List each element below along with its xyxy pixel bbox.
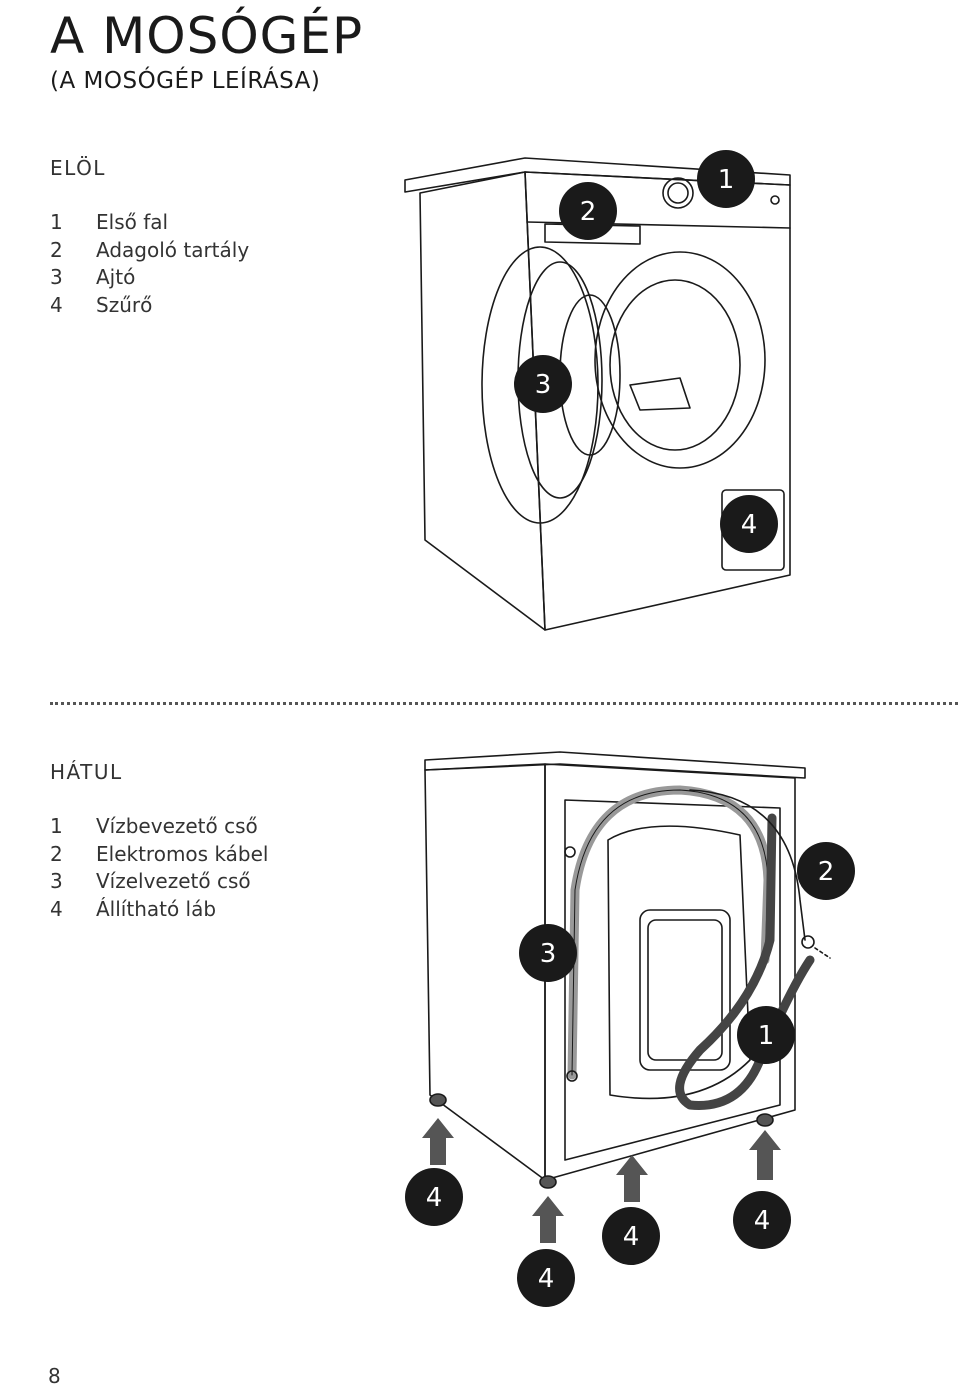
callout-front-1: 1 (697, 150, 755, 208)
callout-back-1: 1 (737, 1006, 795, 1064)
arrow-up-icon (749, 1130, 781, 1180)
page-title: A MOSÓGÉP (50, 7, 364, 65)
callout-back-4a: 4 (405, 1168, 463, 1226)
svg-text:4: 4 (426, 1183, 443, 1213)
callout-back-4d: 4 (517, 1249, 575, 1307)
door-outer (481, 246, 599, 524)
svg-text:1: 1 (758, 1021, 775, 1051)
page-number: 8 (48, 1364, 61, 1388)
callout-front-4: 4 (720, 495, 778, 553)
callout-front-2: 2 (559, 182, 617, 240)
power-cable (689, 789, 806, 941)
foot (429, 1093, 447, 1107)
svg-text:2: 2 (580, 197, 597, 227)
power-button (770, 195, 780, 205)
svg-text:2: 2 (818, 857, 835, 887)
svg-text:1: 1 (718, 165, 735, 195)
callout-back-4c: 4 (602, 1207, 660, 1265)
washer-back (544, 763, 796, 1181)
svg-text:3: 3 (535, 370, 552, 400)
arrow-up-icon (422, 1118, 454, 1165)
callout-back-3: 3 (519, 924, 577, 982)
svg-text:3: 3 (540, 939, 557, 969)
callout-front-3: 3 (514, 355, 572, 413)
back-heading: HÁTUL (50, 760, 123, 784)
svg-text:4: 4 (754, 1206, 771, 1236)
svg-text:4: 4 (741, 510, 758, 540)
power-plug (801, 935, 815, 949)
callout-back-2: 2 (797, 842, 855, 900)
panel-recess (607, 825, 751, 1100)
arrow-up-icon (616, 1155, 648, 1202)
foot (539, 1175, 557, 1189)
drum-outer-ring (594, 251, 766, 469)
section-divider (50, 702, 958, 705)
back-panel (564, 799, 781, 1161)
svg-text:4: 4 (538, 1264, 555, 1294)
svg-text:4: 4 (623, 1222, 640, 1252)
page-subtitle: (A MOSÓGÉP LEÍRÁSA) (50, 68, 321, 94)
front-heading: ELÖL (50, 156, 106, 180)
callout-back-4b: 4 (733, 1191, 791, 1249)
program-knob (662, 177, 694, 209)
arrow-up-icon (532, 1196, 564, 1243)
foot (756, 1113, 774, 1127)
drum-opening (609, 279, 741, 451)
